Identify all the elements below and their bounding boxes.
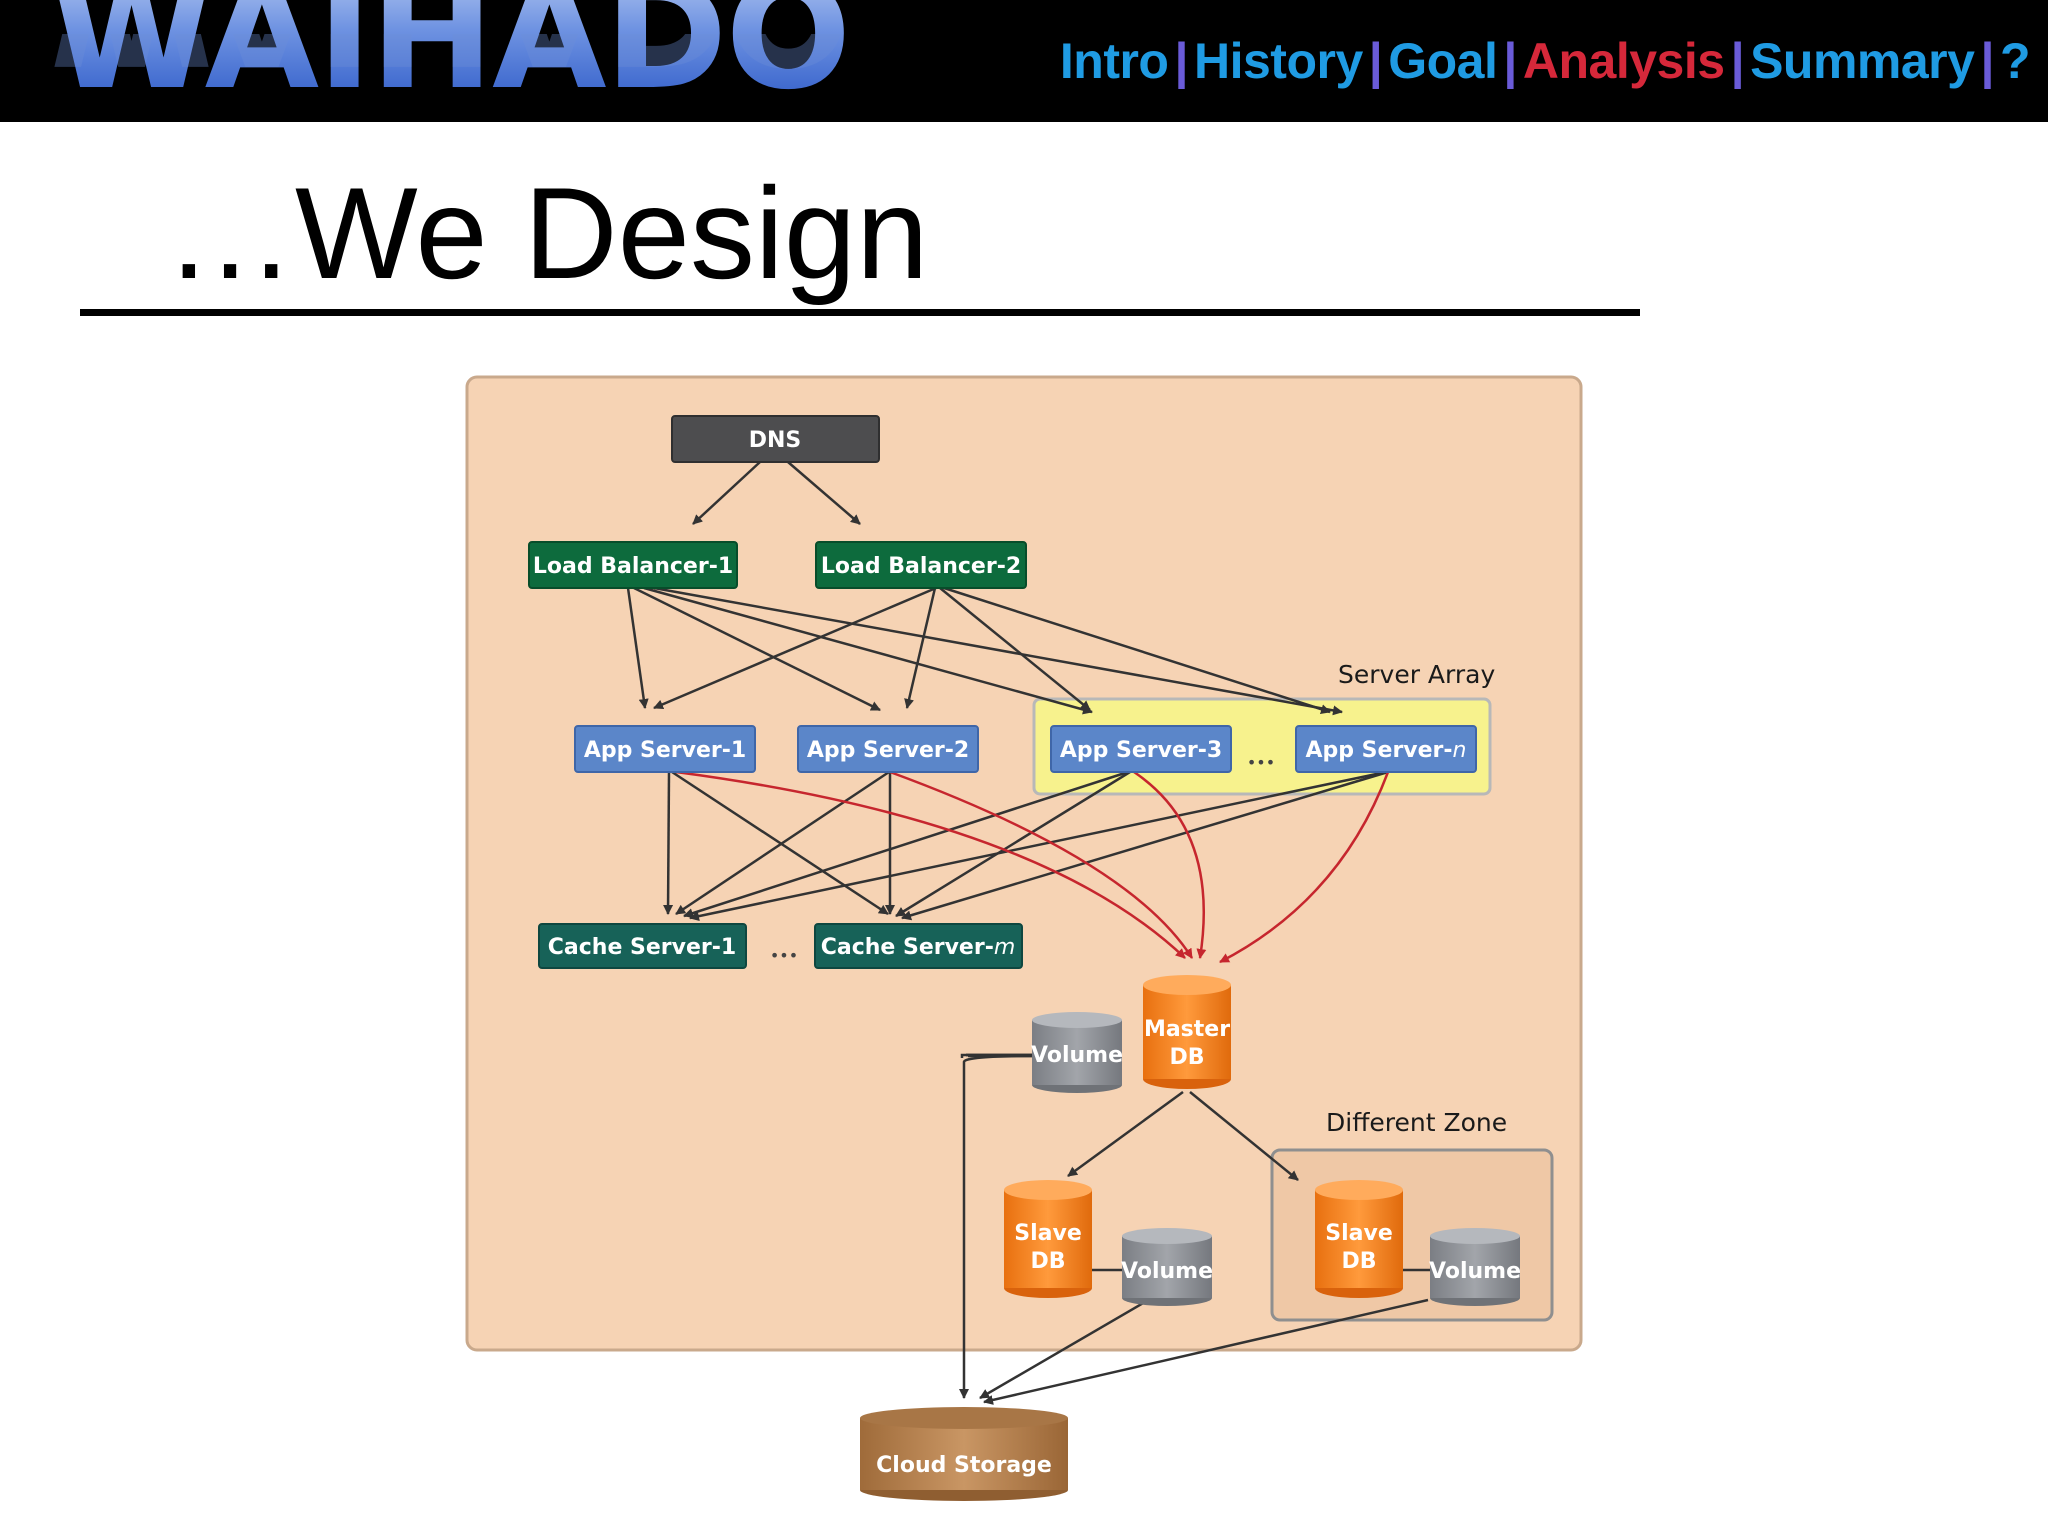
app-server-3: App Server-3 (1050, 725, 1232, 773)
title-underline (80, 309, 1640, 316)
top-nav: Intro|History|Goal|Analysis|Summary|? (1059, 32, 2031, 90)
svg-text:Cache Server-m: Cache Server-m (821, 935, 1016, 960)
nav-separator: | (1503, 33, 1517, 89)
logo: WAIHADO (50, 0, 851, 110)
slave-volume-2-label: Volume (1429, 1259, 1521, 1284)
diagram-background (465, 375, 1583, 1352)
nav-history[interactable]: History (1193, 33, 1363, 89)
slave-db-1: Slave DB (1004, 1180, 1092, 1298)
nav-goal[interactable]: Goal (1388, 33, 1498, 89)
cache-server-1-label: Cache Server-1 (548, 935, 736, 960)
red-connector-lines (675, 770, 1390, 964)
app-server-1: App Server-1 (574, 725, 756, 773)
cloud-storage: Cloud Storage (860, 1407, 1068, 1501)
app-server-ellipsis: ••• (1247, 753, 1275, 772)
app-server-1-label: App Server-1 (584, 738, 746, 763)
cache-server-ellipsis: ••• (770, 946, 798, 965)
cloud-storage-label: Cloud Storage (876, 1453, 1052, 1478)
master-db-label-line2: DB (1169, 1045, 1204, 1070)
slave-volume-2: Volume (1429, 1228, 1521, 1306)
nav-questions[interactable]: ? (1999, 33, 2031, 89)
slave-db-2-label-line2: DB (1341, 1249, 1376, 1274)
slave-db-1-label-line2: DB (1030, 1249, 1065, 1274)
load-balancer-1: Load Balancer-1 (528, 541, 738, 589)
svg-text:App Server-n: App Server-n (1306, 738, 1467, 763)
slave-db-2-label-line1: Slave (1325, 1221, 1393, 1246)
cache-server-1: Cache Server-1 (538, 923, 747, 969)
load-balancer-1-label: Load Balancer-1 (533, 554, 733, 579)
master-volume: Volume (1031, 1012, 1123, 1093)
slave-db-2: Slave DB (1315, 1180, 1403, 1298)
cache-server-m-suffix: m (994, 935, 1015, 960)
slave-db-1-label-line1: Slave (1014, 1221, 1082, 1246)
app-server-2-label: App Server-2 (807, 738, 969, 763)
master-db: Master DB (1143, 975, 1231, 1089)
nav-separator: | (1368, 33, 1383, 89)
different-zone-label: Different Zone (1326, 1108, 1507, 1137)
master-volume-label: Volume (1031, 1043, 1123, 1068)
slave-volume-1-label: Volume (1121, 1259, 1213, 1284)
header-bar: WAIHADO WAIHADO Intro|History|Goal|Analy… (0, 0, 2048, 122)
nav-intro[interactable]: Intro (1059, 33, 1169, 89)
nav-separator: | (1730, 33, 1745, 89)
nav-separator: | (1174, 33, 1188, 89)
nav-summary[interactable]: Summary (1750, 33, 1975, 89)
nav-analysis[interactable]: Analysis (1522, 33, 1725, 89)
load-balancer-2-label: Load Balancer-2 (821, 554, 1021, 579)
master-db-label-line1: Master (1144, 1017, 1230, 1042)
dns-node: DNS (671, 415, 880, 463)
cache-server-m-label: Cache Server- (821, 935, 994, 960)
slide-title: …We Design (165, 160, 929, 306)
connector-lines (626, 461, 1432, 1405)
app-server-n-label: App Server- (1306, 738, 1453, 763)
dns-label: DNS (749, 428, 802, 453)
app-server-2: App Server-2 (797, 725, 979, 773)
nav-separator: | (1980, 33, 1994, 89)
server-array-label: Server Array (1338, 660, 1495, 689)
slave-volume-1: Volume (1121, 1228, 1213, 1306)
app-server-n-suffix: n (1453, 738, 1467, 763)
load-balancer-2: Load Balancer-2 (815, 541, 1027, 589)
cache-server-m: Cache Server-m (814, 923, 1023, 969)
app-server-n: App Server-n (1295, 725, 1477, 773)
app-server-3-label: App Server-3 (1060, 738, 1222, 763)
